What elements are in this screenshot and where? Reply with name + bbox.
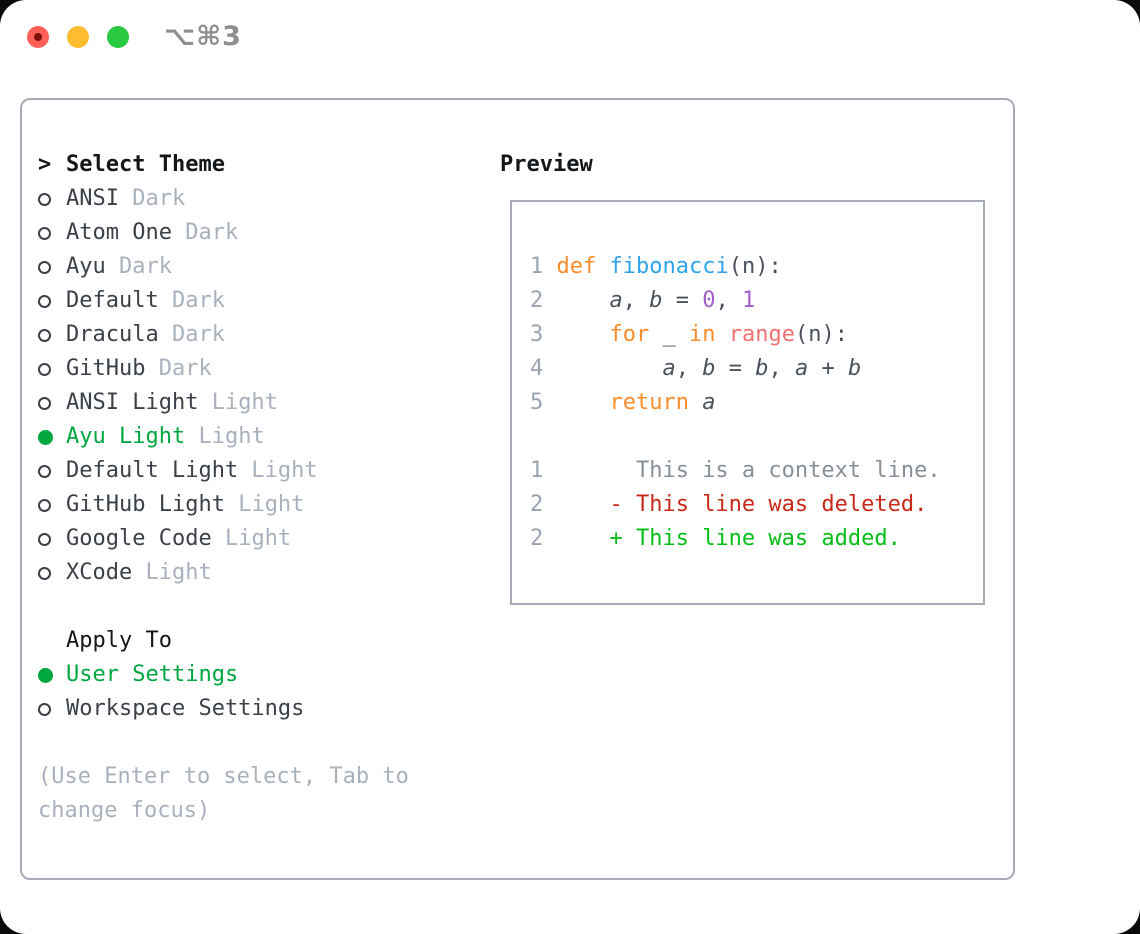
code-line: 3 for _ in range(n): [530,322,848,347]
option-label: User Settings [66,662,239,687]
variant-badge: Light [198,390,278,415]
titlebar: ⌥⌘3 [0,0,1140,74]
radio-icon [38,362,51,376]
radio-icon [38,702,51,716]
code-line [530,420,983,454]
option-label: Ayu [66,254,106,279]
theme-option-github-light-light[interactable]: GitHub Light Light [38,488,409,522]
code-line: 5 return a [530,390,716,415]
code-line: 4 a, b = b, a + b [530,356,862,381]
select-theme-title: Select Theme [66,152,225,177]
variant-badge: Light [211,526,292,551]
radio-icon [38,532,51,546]
option-label: Default Light [66,458,239,483]
code-line: 1 def fibonacci(n): [530,254,782,279]
apply-option-workspace-settings[interactable]: Workspace Settings [38,692,409,726]
radio-icon [38,294,51,308]
option-label: Ayu Light [66,424,186,449]
spacer [38,590,409,624]
option-label: Dracula [66,322,159,347]
variant-badge: Light [185,424,265,449]
code-line: 2 - This line was deleted. [530,492,928,517]
selection-cursor-icon: > [38,152,52,177]
radio-selected-icon [38,429,53,445]
variant-badge: Dark [171,220,239,245]
radio-icon [38,566,51,580]
option-label: Workspace Settings [66,696,305,721]
radio-icon [38,192,51,206]
preview-pane: 1 def fibonacci(n): 2 a, b = 0, 1 3 for _ … [510,200,985,605]
variant-badge: Dark [158,322,225,347]
radio-icon [38,498,51,512]
option-label: GitHub [66,356,146,381]
option-label: XCode [66,560,133,585]
window-title: ⌥⌘3 [164,21,242,52]
radio-icon [38,260,51,274]
spacer [38,726,409,760]
variant-badge: Dark [118,186,186,211]
option-label: Default [66,288,159,313]
hint-line: change focus) [38,798,211,823]
close-dot-icon [34,33,42,41]
theme-option-atom-one-dark[interactable]: Atom One Dark [38,216,409,250]
theme-option-ansi-dark[interactable]: ANSI Dark [38,182,409,216]
option-label: GitHub Light [66,492,225,517]
theme-option-google-code-light[interactable]: Google Code Light [38,522,409,556]
apply-to-header: Apply To [38,624,409,658]
code-line: 1 This is a context line. [530,458,941,483]
variant-badge: Light [132,560,212,585]
zoom-button[interactable] [107,26,129,48]
close-button[interactable] [27,26,49,48]
hint-line: (Use Enter to select, Tab to [38,764,409,789]
variant-badge: Light [238,458,318,483]
theme-option-dracula-dark[interactable]: Dracula Dark [38,318,409,352]
code-line: 2 + This line was added. [530,526,901,551]
theme-option-default-light-light[interactable]: Default Light Light [38,454,409,488]
code-line: 2 a, b = 0, 1 [530,288,756,313]
select-theme-header: > Select Theme [38,148,409,182]
option-label: ANSI Light [66,390,199,415]
radio-icon [38,226,51,240]
variant-badge: Dark [145,356,212,381]
radio-icon [38,328,51,342]
theme-option-xcode-light[interactable]: XCode Light [38,556,409,590]
minimize-button[interactable] [67,26,89,48]
variant-badge: Light [224,492,305,517]
option-label: ANSI [66,186,119,211]
option-label: Atom One [66,220,172,245]
theme-option-github-dark[interactable]: GitHub Dark [38,352,409,386]
theme-option-default-dark[interactable]: Default Dark [38,284,409,318]
apply-option-user-settings[interactable]: User Settings [38,658,409,692]
apply-to-title: Apply To [66,628,172,653]
theme-option-ansi-light-light[interactable]: ANSI Light Light [38,386,409,420]
theme-option-ayu-dark[interactable]: Ayu Dark [38,250,409,284]
theme-option-ayu-light-light[interactable]: Ayu Light Light [38,420,409,454]
preview-header: Preview [500,152,593,177]
hint-text: (Use Enter to select, Tab to change focus… [38,760,409,828]
option-label: Google Code [66,526,212,551]
radio-selected-icon [38,667,53,683]
radio-icon [38,396,51,410]
variant-badge: Dark [105,254,172,279]
radio-icon [38,464,51,478]
variant-badge: Dark [158,288,225,313]
preview-section: Preview 1 def fibonacci(n): 2 a, b = 0, 1… [500,148,985,605]
